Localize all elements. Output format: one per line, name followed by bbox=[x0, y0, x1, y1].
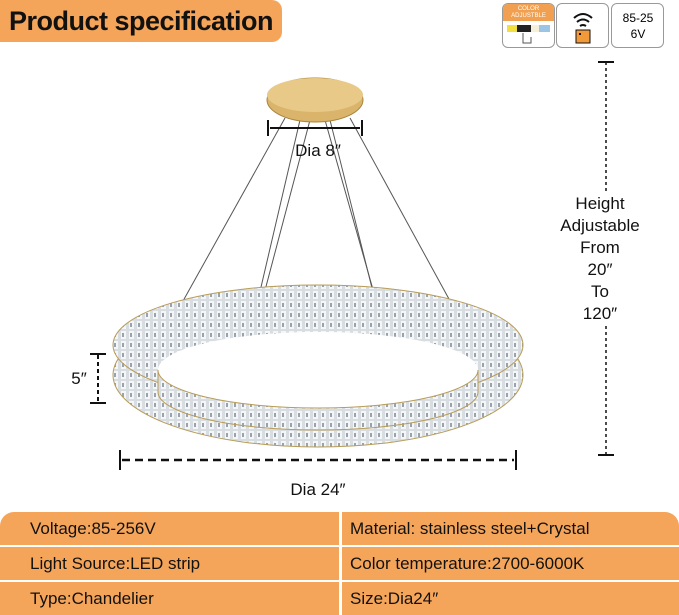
height-line: From bbox=[580, 238, 620, 257]
height-line: 20″ bbox=[587, 260, 613, 279]
spec-material: Material: stainless steel+Crystal bbox=[342, 512, 679, 545]
height-line: 120″ bbox=[582, 304, 618, 323]
canopy-diameter-label: Dia 8″ bbox=[295, 141, 341, 160]
remote-control-badge bbox=[556, 3, 609, 48]
spec-table: Voltage:85-256V Material: stainless stee… bbox=[0, 512, 679, 615]
crystal-ring bbox=[112, 284, 524, 448]
spec-light-source: Light Source:LED strip bbox=[0, 547, 339, 580]
page-title: Product specification bbox=[0, 0, 282, 42]
ring-height-label: 5″ bbox=[71, 369, 87, 388]
height-label: Height Adjustable From 20″ To 120″ bbox=[550, 193, 650, 325]
color-adjustable-icon bbox=[507, 25, 550, 44]
spec-color-temperature: Color temperature:2700-6000K bbox=[342, 547, 679, 580]
color-adjustable-label: COLOR ADJUSTBLE bbox=[503, 4, 554, 21]
height-line: Height bbox=[575, 194, 625, 213]
voltage-badge-text: 85-256V bbox=[622, 11, 654, 41]
dimension-arrows bbox=[90, 61, 614, 470]
color-adjustable-badge: COLOR ADJUSTBLE bbox=[502, 3, 555, 48]
height-line: Adjustable bbox=[560, 216, 640, 235]
wifi-remote-icon bbox=[573, 13, 593, 44]
spec-type: Type:Chandelier bbox=[0, 582, 339, 615]
chandelier-illustration bbox=[90, 61, 614, 470]
spec-size: Size:Dia24″ bbox=[342, 582, 679, 615]
voltage-badge: 85-256V bbox=[611, 3, 664, 48]
height-line: To bbox=[591, 282, 609, 301]
spec-voltage: Voltage:85-256V bbox=[0, 512, 339, 545]
ring-diameter-label: Dia 24″ bbox=[290, 480, 346, 499]
